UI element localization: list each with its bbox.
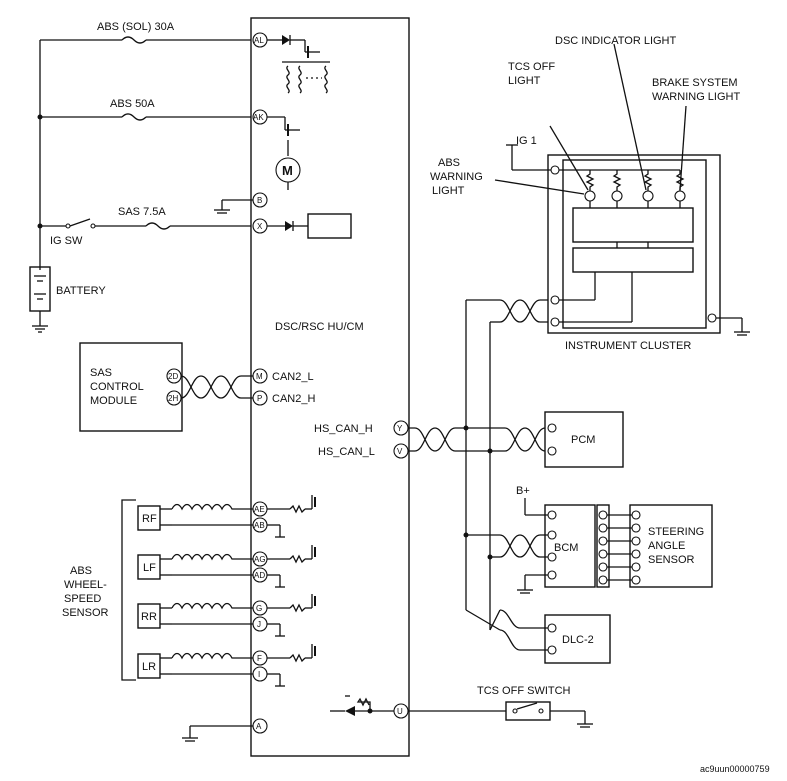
fuse-abs-50-label: ABS 50A <box>110 98 155 110</box>
dsc-indicator-label: DSC INDICATOR LIGHT <box>555 35 676 47</box>
dsc-module-label: DSC/RSC HU/CM <box>275 321 364 333</box>
b-plus-label: B+ <box>516 485 530 497</box>
dsc-indicator-lamp-icon <box>642 190 654 202</box>
cluster-internals <box>494 43 750 336</box>
abs-warning-lamp-icon <box>584 190 596 202</box>
rr-label: RR <box>141 611 157 623</box>
rf-label: RF <box>142 513 157 525</box>
pin-g: G <box>256 604 262 613</box>
pcm-label: PCM <box>571 434 595 446</box>
pin-ad: AD <box>254 571 265 580</box>
pcm-box <box>544 411 624 468</box>
pin-j: J <box>257 620 261 629</box>
fuse-sas-label: SAS 7.5A <box>118 206 166 218</box>
bcm-connectors <box>517 498 641 594</box>
steering-angle-sensor-box <box>629 504 713 588</box>
abs-warning-label-2: WARNING <box>430 171 483 183</box>
pin-i: I <box>258 670 260 679</box>
tcs-off-light-label-1: TCS OFF <box>508 61 555 73</box>
pin-x: X <box>257 222 263 231</box>
pin-2d: 2D <box>168 372 178 381</box>
fuse-abs-sol-label: ABS (SOL) 30A <box>97 21 175 33</box>
dsc-module-box <box>250 17 410 757</box>
solenoid-coil-icon <box>286 65 290 94</box>
pin-y: Y <box>397 424 403 433</box>
lf-label: LF <box>143 562 156 574</box>
wheel-sensor-label-1: ABS <box>70 565 92 577</box>
wheel-sensor-lr <box>137 652 253 679</box>
wheel-sensor-label-3: SPEED <box>64 593 101 605</box>
battery-label: BATTERY <box>56 285 106 297</box>
hs-can-low-label: HS_CAN_L <box>318 446 375 458</box>
fuse-abs-50-icon <box>121 113 147 121</box>
pin-ag: AG <box>254 555 266 564</box>
fuse-sas-icon <box>145 222 171 230</box>
svg-text:M: M <box>282 163 293 178</box>
pin-b: B <box>257 196 262 205</box>
can2-high-label: CAN2_H <box>272 393 315 405</box>
wheel-sensor-rf <box>137 503 253 531</box>
wheel-sensor-label-2: WHEEL- <box>64 579 107 591</box>
can2-low-label: CAN2_L <box>272 371 314 383</box>
brake-warning-label-2: WARNING LIGHT <box>652 91 740 103</box>
brake-warning-label-1: BRAKE SYSTEM <box>652 77 738 89</box>
bcm-box <box>544 504 596 588</box>
bcm-label: BCM <box>554 542 578 554</box>
lr-label: LR <box>142 661 156 673</box>
steering-label-2: ANGLE <box>648 540 685 552</box>
instrument-cluster-label: INSTRUMENT CLUSTER <box>565 340 691 352</box>
abs-warning-label-1: ABS <box>438 157 460 169</box>
ig1-label: IG 1 <box>516 135 537 147</box>
steering-label-1: STEERING <box>648 526 704 538</box>
ig-switch-label: IG SW <box>50 235 83 247</box>
module-pins: AL AK B X M P Y V AE AB AG AD G J F I U … <box>252 32 409 734</box>
sas-module-line3: MODULE <box>90 395 137 407</box>
power-feed <box>29 36 251 333</box>
pin-2h: 2H <box>168 394 178 403</box>
pin-ae: AE <box>254 505 265 514</box>
wheel-sensor-bracket <box>121 499 136 681</box>
pin-ak: AK <box>253 113 264 122</box>
fuse-abs-sol-icon <box>121 36 147 44</box>
pin-u: U <box>397 707 403 716</box>
can2-twisted-pair <box>180 375 253 399</box>
wheel-sensor-rr <box>137 602 253 629</box>
wheel-sensor-label-4: SENSOR <box>62 607 109 619</box>
pin-p: P <box>257 394 262 403</box>
tcs-off-lamp-icon <box>611 190 623 202</box>
ig-circuit-box <box>307 213 352 239</box>
figure-id: ac9uun00000759 <box>700 764 770 774</box>
pin-f: F <box>257 654 262 663</box>
pin-al: AL <box>254 36 264 45</box>
instrument-cluster-box <box>547 154 721 334</box>
hs-can-bus <box>408 299 548 651</box>
tcs-off-light-label-2: LIGHT <box>508 75 541 87</box>
module-internals: M <box>214 35 352 239</box>
diode-icon <box>282 35 290 45</box>
ig-switch-icon <box>69 218 91 227</box>
sas-module-line2: CONTROL <box>90 381 144 393</box>
tcs-off-switch-label: TCS OFF SWITCH <box>477 685 571 697</box>
brake-warning-lamp-icon <box>674 190 686 202</box>
dlc-box <box>544 614 611 664</box>
sas-module-line1: SAS <box>90 367 112 379</box>
battery-icon <box>29 266 51 312</box>
wheel-sensor-lf <box>137 553 253 580</box>
abs-warning-label-3: LIGHT <box>432 185 465 197</box>
hs-can-high-label: HS_CAN_H <box>314 423 373 435</box>
sas-module-box <box>79 342 183 432</box>
pin-ab: AB <box>254 521 265 530</box>
sensor-circuits <box>267 495 316 687</box>
dlc-label: DLC-2 <box>562 634 594 646</box>
pin-a: A <box>256 722 262 731</box>
tcs-off-switch-circuit <box>330 695 593 728</box>
steering-label-3: SENSOR <box>648 554 695 566</box>
pin-m: M <box>256 372 263 381</box>
pin-v: V <box>397 447 403 456</box>
